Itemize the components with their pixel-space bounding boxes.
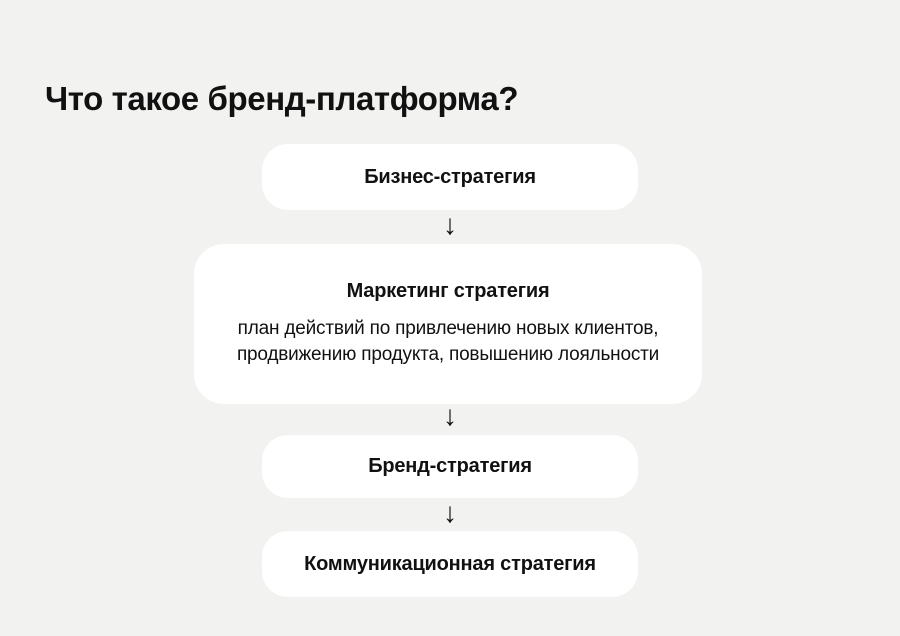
flow-card-business-strategy: Бизнес-стратегия — [262, 144, 638, 210]
card-title: Маркетинг стратегия — [346, 280, 550, 302]
card-title: Бренд-стратегия — [368, 455, 532, 477]
down-arrow-icon: ↓ — [443, 400, 457, 431]
down-arrow-icon: ↓ — [443, 209, 457, 240]
card-description-line: продвижению продукта, повышению лояльнос… — [236, 344, 660, 365]
card-description: план действий по привлечению новых клиен… — [237, 316, 659, 368]
card-title: Бизнес-стратегия — [364, 165, 536, 188]
flow-card-communication-strategy: Коммуникационная стратегия — [262, 531, 638, 597]
page-title: Что такое бренд-платформа? — [45, 80, 519, 118]
flow-card-brand-strategy: Бренд-стратегия — [262, 435, 638, 498]
card-description-line: план действий по привлечению новых клиен… — [237, 318, 659, 339]
card-title: Коммуникационная стратегия — [304, 552, 596, 575]
flow-card-marketing-strategy: Маркетинг стратегия план действий по при… — [194, 244, 702, 404]
down-arrow-icon: ↓ — [443, 497, 457, 528]
